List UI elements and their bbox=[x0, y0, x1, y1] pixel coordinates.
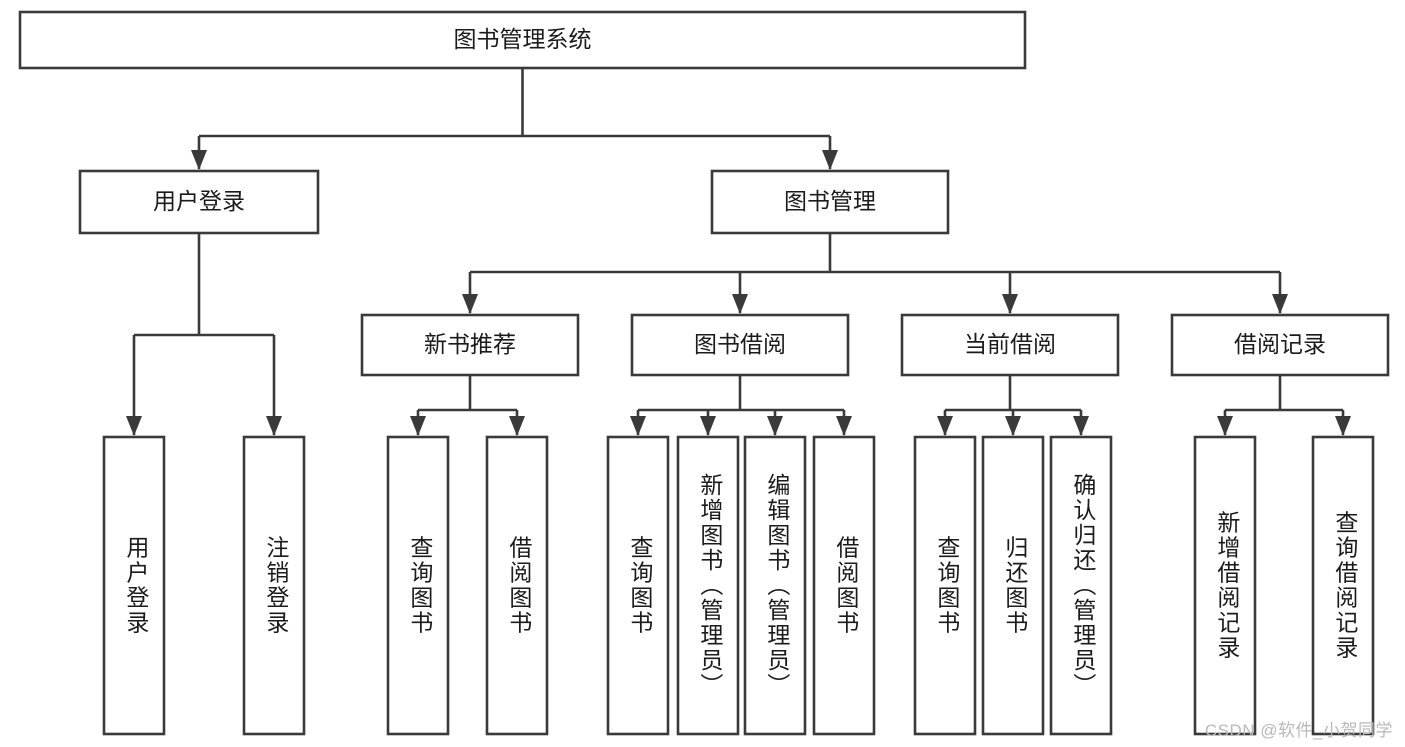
node-box[interactable] bbox=[743, 435, 807, 736]
node-leaf-10[interactable]: 确认归还（管理员） bbox=[1049, 435, 1113, 736]
arrow-head-icon bbox=[410, 416, 426, 436]
node-box[interactable] bbox=[630, 313, 850, 377]
node-level2-3[interactable]: 借阅记录 bbox=[1170, 313, 1390, 377]
arrow-head-icon bbox=[1002, 294, 1018, 314]
node-box[interactable] bbox=[386, 435, 450, 736]
node-leaf-12[interactable]: 查询借阅记录 bbox=[1311, 435, 1375, 736]
arrow-head-icon bbox=[1272, 294, 1288, 314]
node-label: 查询借阅记录 bbox=[1332, 511, 1359, 661]
node-box[interactable] bbox=[900, 313, 1120, 377]
node-box[interactable] bbox=[485, 435, 549, 736]
node-box[interactable] bbox=[78, 169, 320, 235]
arrow-head-icon bbox=[462, 294, 478, 314]
connectors-layer bbox=[126, 68, 1351, 436]
node-leaf-1[interactable]: 注销登录 bbox=[242, 435, 306, 736]
arrow-head-icon bbox=[836, 416, 852, 436]
node-label: 归还图书 bbox=[1002, 536, 1029, 636]
arrow-head-icon bbox=[266, 416, 282, 436]
node-box[interactable] bbox=[1049, 435, 1113, 736]
node-box[interactable] bbox=[18, 10, 1027, 70]
node-label: 查询图书 bbox=[627, 536, 654, 636]
node-level2-2[interactable]: 当前借阅 bbox=[900, 313, 1120, 377]
node-box[interactable] bbox=[242, 435, 306, 736]
arrow-head-icon bbox=[1073, 416, 1089, 436]
node-level2-0[interactable]: 新书推荐 bbox=[360, 313, 580, 377]
node-label: 用户登录 bbox=[123, 536, 150, 636]
node-label: 确认归还（管理员） bbox=[1070, 473, 1097, 698]
node-leaf-6[interactable]: 编辑图书（管理员） bbox=[743, 435, 807, 736]
node-label: 编辑图书（管理员） bbox=[764, 473, 791, 698]
arrow-head-icon bbox=[1335, 416, 1351, 436]
node-leaf-4[interactable]: 查询图书 bbox=[606, 435, 670, 736]
node-label: 用户登录 bbox=[153, 188, 245, 214]
node-leaf-3[interactable]: 借阅图书 bbox=[485, 435, 549, 736]
arrow-head-icon bbox=[732, 294, 748, 314]
arrow-head-icon bbox=[509, 416, 525, 436]
node-label: 借阅图书 bbox=[833, 536, 860, 636]
node-box[interactable] bbox=[1170, 313, 1390, 377]
node-label: 查询图书 bbox=[407, 536, 434, 636]
node-label: 查询图书 bbox=[934, 536, 961, 636]
node-leaf-7[interactable]: 借阅图书 bbox=[812, 435, 876, 736]
node-label: 图书管理系统 bbox=[454, 26, 592, 52]
node-leaf-9[interactable]: 归还图书 bbox=[981, 435, 1045, 736]
node-level1-0[interactable]: 用户登录 bbox=[78, 169, 320, 235]
node-box[interactable] bbox=[981, 435, 1045, 736]
node-root-0[interactable]: 图书管理系统 bbox=[18, 10, 1027, 70]
node-label: 图书借阅 bbox=[694, 331, 786, 357]
node-leaf-8[interactable]: 查询图书 bbox=[913, 435, 977, 736]
node-box[interactable] bbox=[913, 435, 977, 736]
node-label: 图书管理 bbox=[784, 188, 876, 214]
node-label: 新增图书（管理员） bbox=[697, 473, 724, 698]
node-label: 当前借阅 bbox=[964, 331, 1056, 357]
node-label: 注销登录 bbox=[263, 536, 290, 636]
node-leaf-0[interactable]: 用户登录 bbox=[102, 435, 166, 736]
arrow-head-icon bbox=[126, 416, 142, 436]
node-level1-1[interactable]: 图书管理 bbox=[710, 169, 950, 235]
node-leaf-5[interactable]: 新增图书（管理员） bbox=[676, 435, 740, 736]
node-label: 新增借阅记录 bbox=[1214, 511, 1241, 661]
node-box[interactable] bbox=[102, 435, 166, 736]
node-box[interactable] bbox=[812, 435, 876, 736]
node-box[interactable] bbox=[360, 313, 580, 377]
arrow-head-icon bbox=[1005, 416, 1021, 436]
node-box[interactable] bbox=[710, 169, 950, 235]
arrow-head-icon bbox=[700, 416, 716, 436]
arrow-head-icon bbox=[630, 416, 646, 436]
node-leaf-2[interactable]: 查询图书 bbox=[386, 435, 450, 736]
arrow-head-icon bbox=[822, 150, 838, 170]
arrow-head-icon bbox=[1217, 416, 1233, 436]
nodes-layer: 图书管理系统用户登录图书管理新书推荐图书借阅当前借阅借阅记录用户登录注销登录查询… bbox=[18, 10, 1390, 736]
node-label: 借阅记录 bbox=[1234, 331, 1326, 357]
node-box[interactable] bbox=[676, 435, 740, 736]
node-label: 借阅图书 bbox=[506, 536, 533, 636]
arrow-head-icon bbox=[767, 416, 783, 436]
node-label: 新书推荐 bbox=[424, 331, 516, 357]
node-box[interactable] bbox=[1193, 435, 1257, 736]
node-leaf-11[interactable]: 新增借阅记录 bbox=[1193, 435, 1257, 736]
arrow-head-icon bbox=[191, 150, 207, 170]
node-box[interactable] bbox=[606, 435, 670, 736]
node-box[interactable] bbox=[1311, 435, 1375, 736]
arrow-head-icon bbox=[937, 416, 953, 436]
node-level2-1[interactable]: 图书借阅 bbox=[630, 313, 850, 377]
